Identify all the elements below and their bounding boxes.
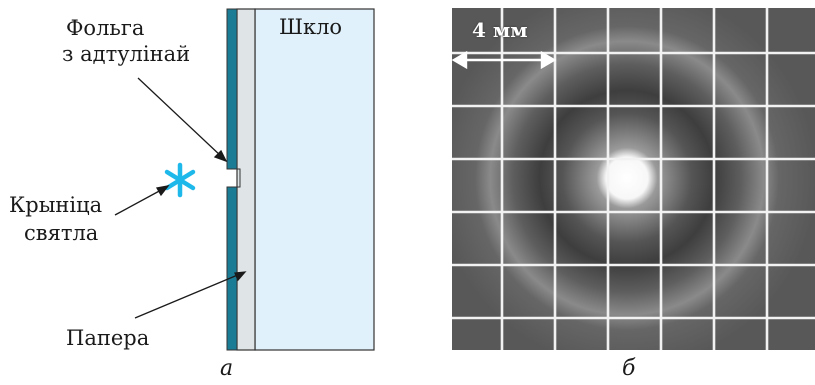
halo-photo xyxy=(452,8,815,350)
light-source-star-icon xyxy=(164,162,196,198)
foil-label-line1: Фольга xyxy=(66,16,145,40)
glass-label: Шкло xyxy=(279,15,343,39)
paper-leader-line xyxy=(134,273,241,319)
diagram-panel-b: 4 мм xyxy=(452,8,815,350)
source-label-line1: Крыніца xyxy=(9,193,103,217)
source-leader-line xyxy=(114,188,164,216)
setup-schematic xyxy=(114,8,375,351)
source-leader-arrow xyxy=(155,185,170,197)
foil-top xyxy=(226,8,238,170)
photo-background xyxy=(452,8,815,350)
foil-hole xyxy=(227,168,241,188)
foil-leader-arrow xyxy=(213,149,228,163)
paper-label: Папера xyxy=(66,326,150,350)
foil-leader-line xyxy=(137,77,223,158)
scale-arrow xyxy=(452,50,557,70)
paper-layer xyxy=(236,8,256,351)
source-label-line2: святла xyxy=(24,221,99,245)
foil-bottom xyxy=(226,186,238,351)
measurement-grid xyxy=(452,8,815,350)
caption-a: а xyxy=(220,356,234,381)
foil-label-line2: з адтулінай xyxy=(62,42,191,66)
scale-label: 4 мм xyxy=(472,18,528,42)
diagram-panel-a: Фольга з адтулінай Шкло Крыніца святла П… xyxy=(9,8,375,381)
glass-plate xyxy=(254,8,375,351)
paper-leader-arrow xyxy=(234,271,247,282)
caption-b: б xyxy=(622,356,636,381)
